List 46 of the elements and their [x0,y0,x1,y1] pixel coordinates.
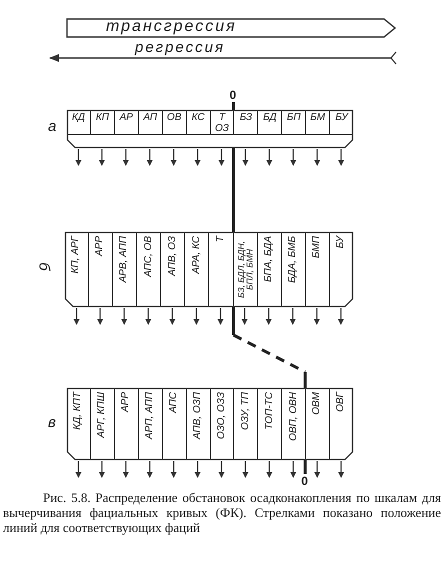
scale-division: КП, АРГ [65,232,88,307]
scale-division: БМП [304,232,329,307]
scale-division: ОЗО, ОЗЗ [210,388,234,460]
scale-division: КС [186,110,210,134]
scale-division: ОВГ [329,388,354,460]
zero-mark: 0 [229,88,236,102]
scale-letter: в [48,414,56,431]
scale-division: БУ [329,110,354,134]
scale-division: АР [114,110,138,134]
scale-division: АРА, КС [184,232,208,307]
zero-mark: 0 [301,474,308,488]
scale-division: БЗ [233,110,258,134]
figure-caption: Рис. 5.8. Распределение обстановок осадконакопления по шкалам для вычерчивания фациальных кривых (ФК). Стрелками показано положение линий для соответствующих фаций [3,490,441,535]
scale-letter: б [36,262,53,271]
scale-division: АПВ, ОЗП [186,388,210,460]
scale-division: АПВ, ОЗ [160,232,184,307]
scale-division: БПА, БДА [256,232,281,307]
scale-division: КД [67,110,90,134]
scale-bar [67,388,353,460]
scale-division: ОВП, ОВН [281,388,306,460]
scale-division: ОВ [162,110,186,134]
scale-division: БДА, БМБ [280,232,305,307]
scale-division: АРР [114,388,138,460]
arrow-label: регрессия [135,39,225,56]
scale-bar [65,232,353,307]
scale-division: БМ [305,110,330,134]
scale-division: АРР [88,232,112,307]
scale-division: БД [257,110,282,134]
scale-division: Т [208,232,233,307]
scale-division: ОВМ [305,388,330,460]
scale-division: КД, КПТ [67,388,90,460]
scale-division: АПС [162,388,186,460]
scale-division: БЗ, БДЛ, БДН, БПЛ, БМН [232,232,257,307]
scale-bar [67,110,353,148]
scale-division: АП [138,110,162,134]
scale-division: АРП, АПП [138,388,162,460]
scale-division: ТОП-ТС [257,388,282,460]
scale-division: АРВ, АПП [112,232,136,307]
scale-division: БУ [328,232,353,307]
scale-division: ОЗУ, ТП [233,388,258,460]
scale-division: АПС, ОВ [136,232,160,307]
scale-division: БП [281,110,306,134]
scale-division: Т ОЗ [210,110,234,134]
scale-division: КП [90,110,114,134]
scale-letter: а [48,118,56,135]
scale-division: АРГ, КПШ [90,388,114,460]
